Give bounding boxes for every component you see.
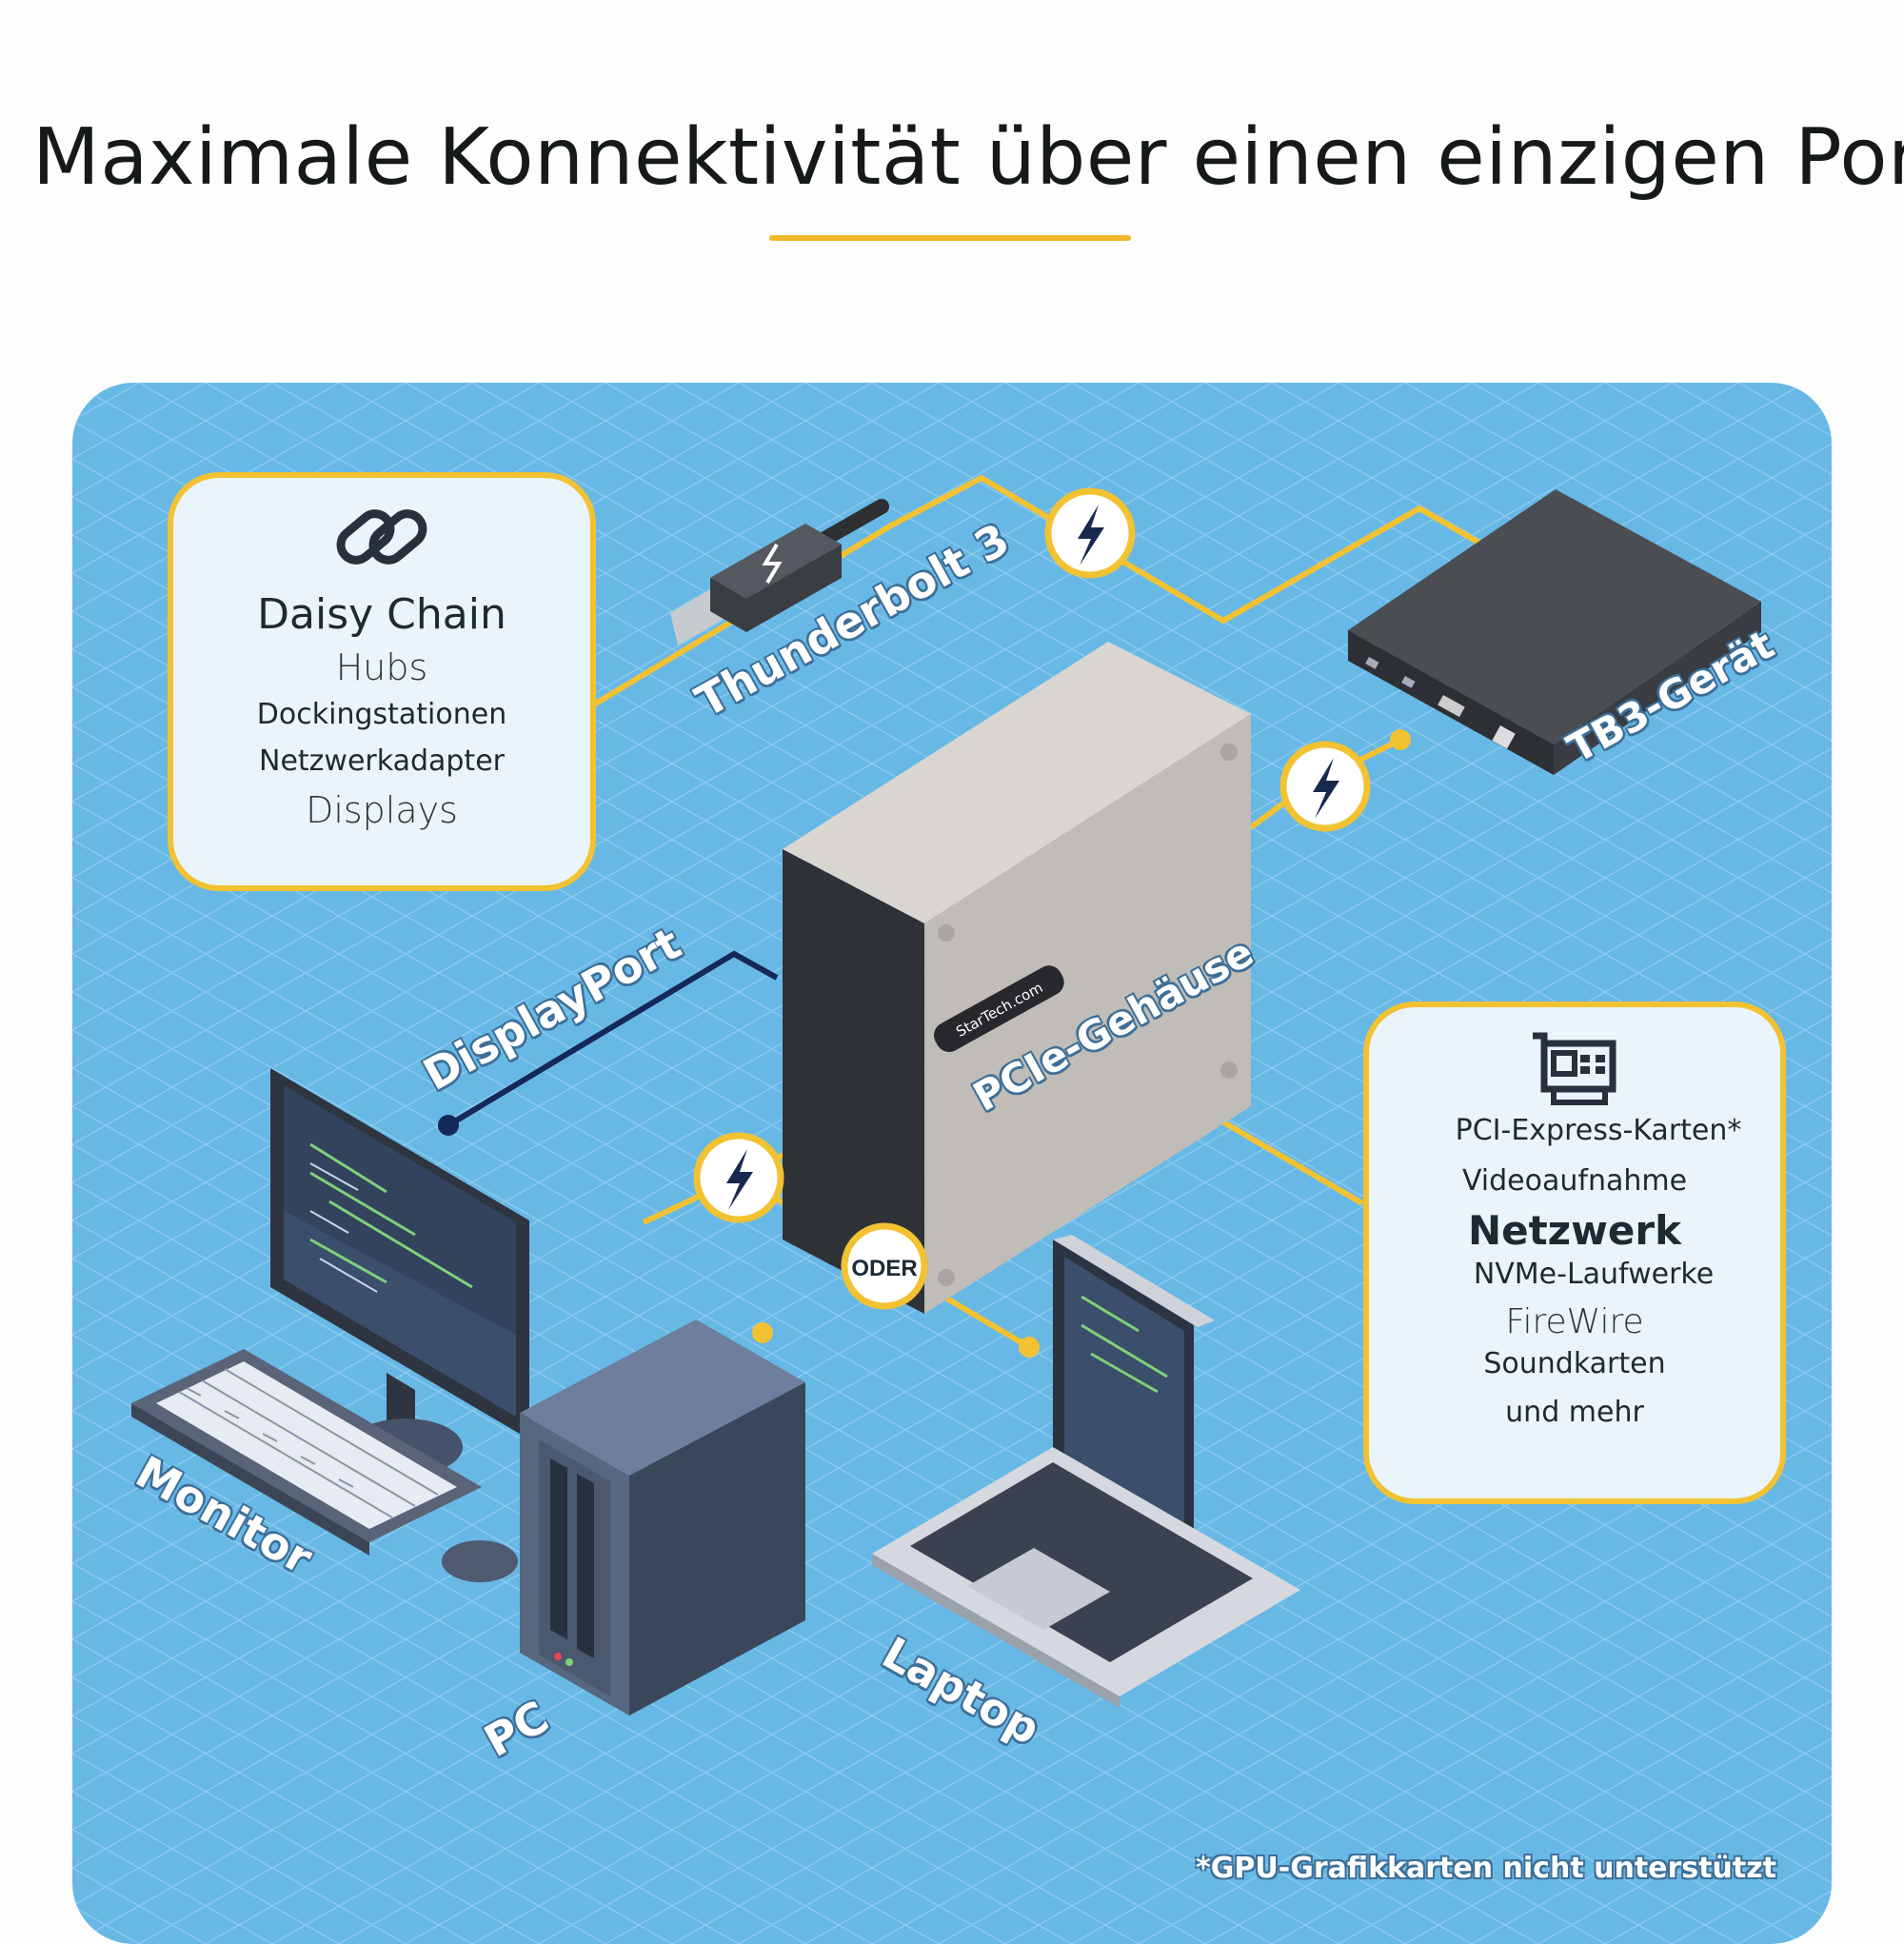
lightning-icon: [1313, 758, 1339, 819]
keyboard-icon: [131, 1349, 518, 1582]
endpoint-dot: [1390, 729, 1411, 750]
lightning-icon: [726, 1149, 753, 1210]
line-thunderbolt-chain: [592, 474, 1493, 707]
daisy-chain-item: Displays: [306, 789, 458, 831]
lightning-icon: [1078, 505, 1104, 565]
pcie-item: Netzwerk: [1467, 1207, 1682, 1254]
oder-badge: ODER: [841, 1222, 928, 1310]
thunderbolt-badge-3: [693, 1132, 784, 1223]
endpoint-dot: [752, 1322, 773, 1343]
chain-link-icon: [336, 509, 427, 565]
diagram-panel: StarTech.com: [72, 383, 1832, 1944]
thunderbolt-badge-1: [1044, 487, 1136, 579]
daisy-chain-card: Daisy Chain Hubs Dockingstationen Netzwe…: [168, 472, 596, 891]
pcie-item: Soundkarten: [1483, 1347, 1666, 1380]
footnote: *GPU-Grafikkarten nicht unterstützt: [1196, 1852, 1776, 1885]
endpoint-dot: [1019, 1337, 1040, 1358]
pci-card-icon: [1533, 1032, 1616, 1105]
thunderbolt-badge-2: [1279, 741, 1371, 832]
pcie-item: PCI-Express-Karten*: [1455, 1114, 1742, 1147]
title-underline: [769, 235, 1131, 241]
oder-label: ODER: [851, 1256, 917, 1281]
daisy-chain-item: Netzwerkadapter: [259, 744, 505, 778]
pcie-item: FireWire: [1505, 1302, 1644, 1341]
daisy-chain-item: Hubs: [335, 646, 428, 688]
tb3-device-icon: [1348, 489, 1761, 775]
daisy-chain-item: Dockingstationen: [256, 698, 507, 731]
thunderbolt-cable-icon: [670, 499, 889, 645]
line-displayport: [446, 950, 779, 1128]
pcie-item: Videoaufnahme: [1461, 1164, 1688, 1198]
daisy-chain-heading: Daisy Chain: [257, 590, 506, 639]
pcie-capabilities-card: PCI-Express-Karten* Videoaufnahme Netzwe…: [1363, 1002, 1786, 1504]
pcie-item: NVMe-Laufwerke: [1473, 1258, 1715, 1291]
pcie-enclosure-icon: StarTech.com: [783, 642, 1251, 1314]
displayport-endpoint-dot: [438, 1115, 459, 1136]
laptop-icon: [872, 1235, 1300, 1708]
pcie-item: und mehr: [1505, 1396, 1644, 1429]
page-title: Maximale Konnektivität über einen einzig…: [32, 112, 1904, 203]
pc-tower-icon: [520, 1319, 805, 1716]
